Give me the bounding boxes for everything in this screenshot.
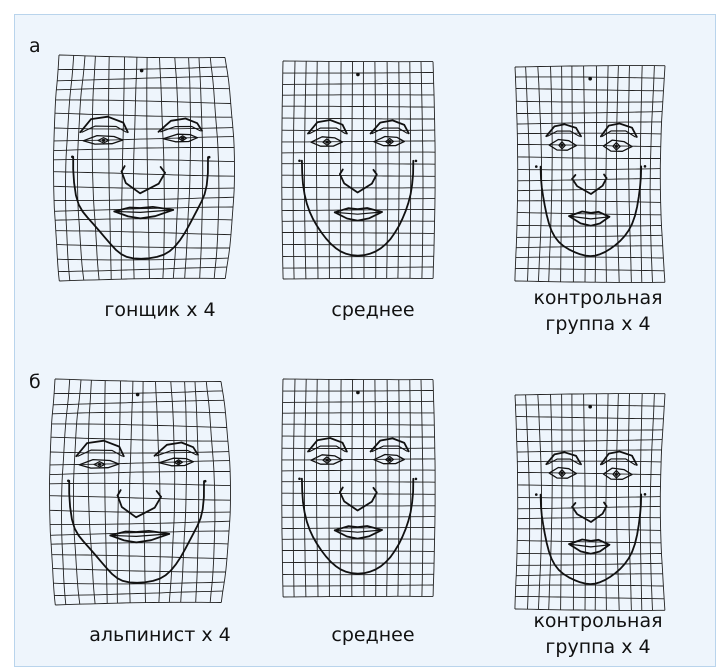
face-grid-svg	[515, 67, 665, 281]
deformation-grid	[515, 394, 665, 611]
face-grid-svg	[59, 55, 225, 281]
face-grid-panel	[55, 379, 221, 605]
face-grid-svg	[55, 379, 221, 605]
face-grid-panel	[283, 61, 433, 279]
deformation-grid	[515, 66, 665, 283]
panel-caption: альпинист x 4	[55, 622, 265, 648]
deformation-grid	[282, 61, 435, 279]
face-grid-svg	[283, 61, 433, 279]
panel-caption: среднее	[268, 622, 478, 648]
deformation-grid	[282, 379, 435, 597]
figure-panel: а б гонщик x 4 среднее контрольная групп…	[14, 14, 716, 667]
face-grid-panel	[515, 67, 665, 281]
face-grid-panel	[515, 395, 665, 609]
row-label-a: а	[29, 37, 41, 56]
face-grid-svg	[283, 379, 433, 597]
face-grid-panel	[283, 379, 433, 597]
panel-caption: гонщик x 4	[55, 297, 265, 323]
panel-caption: контрольная группа x 4	[493, 285, 703, 337]
panel-caption: контрольная группа x 4	[493, 608, 703, 660]
row-label-b: б	[29, 373, 41, 392]
panel-caption: среднее	[268, 297, 478, 323]
face-grid-svg	[515, 395, 665, 609]
face-grid-panel	[59, 55, 225, 281]
